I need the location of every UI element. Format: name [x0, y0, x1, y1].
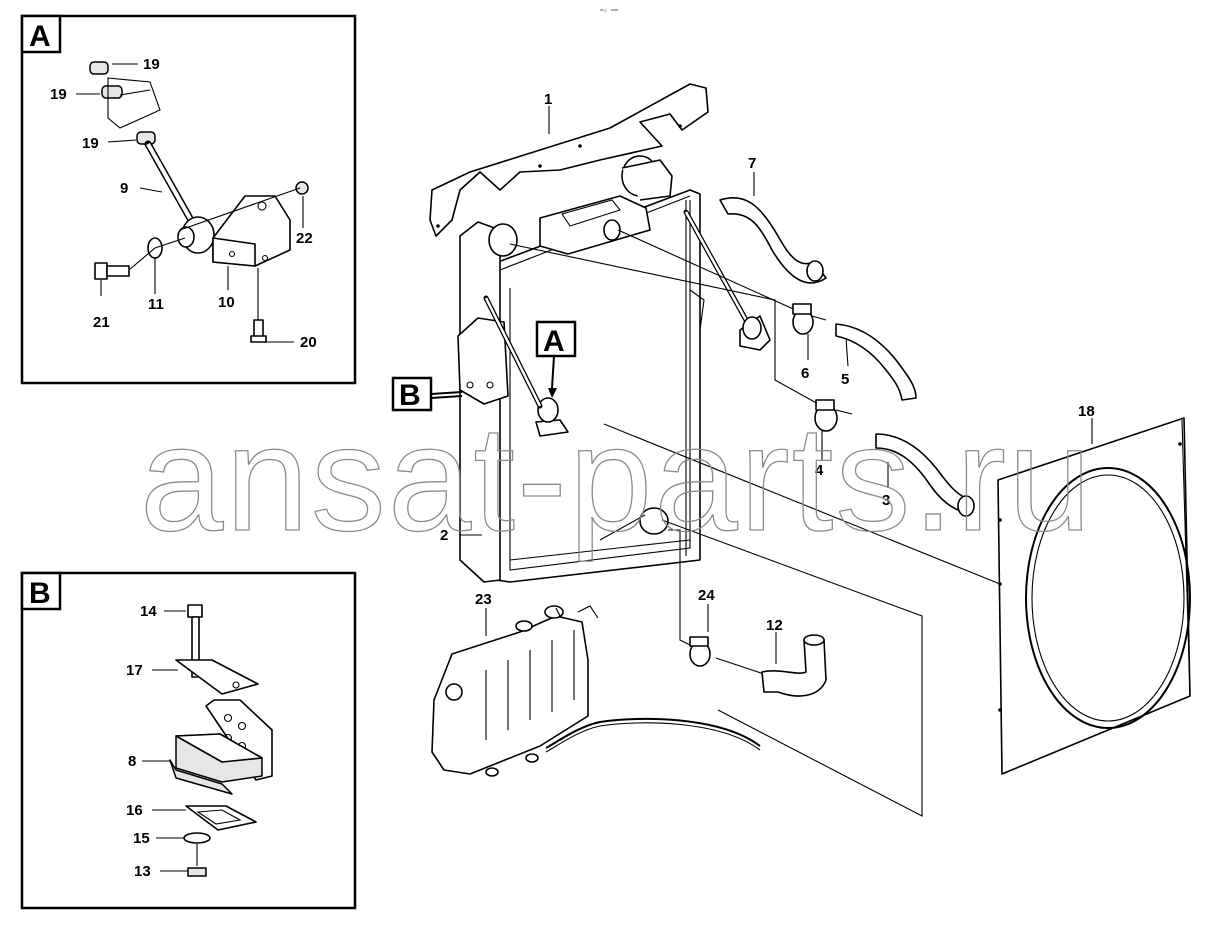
- part-12-label: 12: [766, 617, 783, 634]
- hose-5: [835, 323, 917, 401]
- part-24-label: 24: [698, 587, 715, 604]
- bolt-21: [94, 262, 130, 280]
- callout-b: B: [391, 376, 463, 412]
- rubber-cap-19-top: [89, 61, 109, 75]
- part-15-label: 15: [133, 830, 150, 847]
- nut-22: [295, 181, 309, 195]
- part-19-label-mid: 19: [50, 86, 67, 103]
- bolt-14: [187, 604, 203, 678]
- radiator-frame: [457, 155, 771, 583]
- hose-7: [719, 196, 827, 284]
- part-6-label: 6: [801, 365, 809, 382]
- part-5-label: 5: [841, 371, 849, 388]
- part-1-label: 1: [544, 91, 552, 108]
- svg-text:A: A: [543, 325, 565, 358]
- header-mark: ═₂ ══: [599, 7, 618, 14]
- expansion-tank: [431, 605, 761, 777]
- bushing: [177, 216, 215, 254]
- part-23-label: 23: [475, 591, 492, 608]
- part-20-label: 20: [300, 334, 317, 351]
- rubber-mount-8: [169, 699, 273, 795]
- clamp-6: [792, 303, 827, 335]
- part-18-label: 18: [1078, 403, 1095, 420]
- plate-17: [175, 659, 259, 695]
- inset-b-label: B: [29, 577, 51, 610]
- part-19-label-low: 19: [82, 135, 99, 152]
- part-19-label-top: 19: [143, 56, 160, 73]
- part-7-label: 7: [748, 155, 756, 172]
- nut-13: [187, 867, 207, 877]
- hose-12: [761, 639, 827, 697]
- inset-a-label: A: [29, 20, 51, 53]
- part-17-label: 17: [126, 662, 143, 679]
- watermark: ansat-parts.ru: [140, 394, 1093, 562]
- svg-text:B: B: [399, 379, 421, 412]
- clamp-24: [689, 636, 711, 667]
- top-shroud-plate: [429, 83, 709, 237]
- part-14-label: 14: [140, 603, 157, 620]
- inset-b-panel: B 14 17 8: [20, 571, 357, 910]
- clamp-4: [814, 399, 853, 432]
- part-13-label: 13: [134, 863, 151, 880]
- part-11-label: 11: [148, 296, 164, 313]
- part-10-label: 10: [218, 294, 235, 311]
- part-8-label: 8: [128, 753, 136, 770]
- part-16-label: 16: [126, 802, 143, 819]
- part-22-label: 22: [296, 230, 313, 247]
- part-3-label: 3: [882, 492, 890, 509]
- part-9-label: 9: [120, 180, 128, 197]
- upper-bracket: [107, 77, 161, 129]
- fan-shroud: [997, 417, 1191, 775]
- bolt-20: [250, 268, 267, 343]
- part-4-label: 4: [815, 462, 824, 479]
- rubber-cap-19-mid: [101, 85, 123, 99]
- part-21-label: 21: [93, 314, 110, 331]
- washer-15: [183, 832, 211, 844]
- callout-a: A: [535, 320, 577, 398]
- inset-a-panel: A: [20, 14, 357, 385]
- part-2-label: 2: [440, 527, 448, 544]
